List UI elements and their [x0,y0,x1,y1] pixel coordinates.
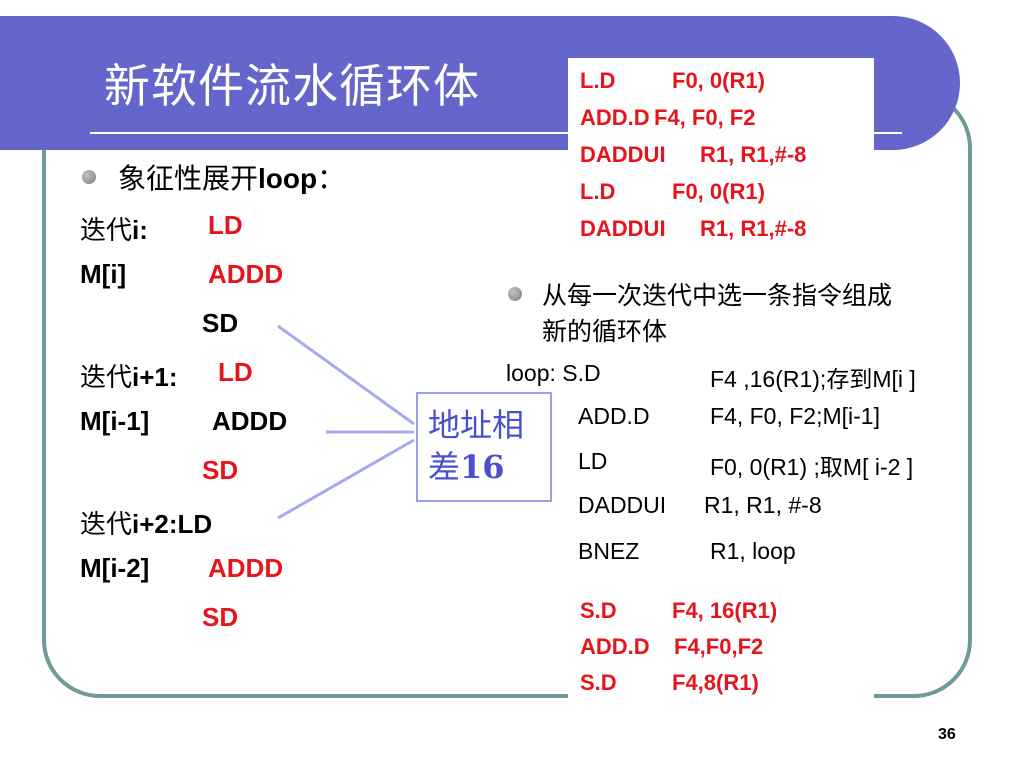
iter-label: 迭代i+2:LD [80,504,212,541]
addr-line2: 差16 [428,446,550,488]
code-op: DADDUI [580,216,666,241]
loop-cjk: 存到 [826,367,873,393]
iter-cjk: 迭代 [80,216,133,246]
code-op: L.D [580,68,616,93]
addr-line1: 地址相 [428,406,525,444]
iter-cjk: 迭代 [80,363,133,393]
loop-op: LD [578,448,608,474]
code-args: F4,8(R1) [672,670,759,695]
loop-args-text: F0, 0(R1) ; [710,454,820,480]
iter-prefix: i+2: [132,509,178,539]
code-args: R1, R1,#-8 [700,142,807,167]
loop-op: BNEZ [578,538,640,564]
code-op: ADD.D [580,105,650,130]
loop-args: F0, 0(R1) ;取M[ i-2 ] [710,448,913,482]
code-op: L.D [580,179,616,204]
code-op: S.D [580,670,617,695]
iter-prefix: i+1: [132,362,178,392]
loop-tail: M[i ] [872,366,916,392]
instr: ADDD [208,553,284,583]
code-args: F4, 16(R1) [672,598,778,623]
instr: LD [177,509,213,539]
loop-args-text: F4 ,16(R1); [710,366,827,392]
iter-label: 迭代i: [80,210,148,247]
loop-op: ADD.D [578,403,650,429]
code-args: F0, 0(R1) [672,68,765,93]
instr: LD [208,210,243,240]
iter-label: M[i-1] [80,406,150,436]
instr: SD [202,308,239,338]
left-bullet-text: 象征性展开loop： [118,157,345,197]
instr: SD [202,602,239,632]
bullet-cjk: 象征性展开 [118,162,259,195]
loop-args: R1, R1, #-8 [704,492,822,518]
loop-args: F4, F0, F2;M[i-1] [710,403,880,429]
code-args: R1, R1,#-8 [700,216,807,241]
slide-title: 新软件流水循环体 [104,59,480,113]
address-diff-box: 地址相 差16 [416,392,552,502]
loop-cjk: 取 [819,455,843,481]
loop-op: loop: S.D [506,360,601,386]
iter-label: M[i] [80,259,127,289]
iter-label: M[i-2] [80,553,150,583]
instr: ADDD [212,406,288,436]
bullet-icon [82,170,96,184]
code-op: ADD.D [580,634,650,659]
iter-label: 迭代i+1: [80,357,178,394]
bullet-latin: loop [258,163,318,194]
title-underline [90,132,902,134]
page-number: 36 [938,726,956,743]
right-bullet-line1: 从每一次迭代中选一条指令组成 [542,281,893,310]
bottom-code-box: S.D F4, 16(R1) ADD.D F4,F0,F2 S.D F4,8(R… [568,588,874,708]
bullet-suffix: ： [317,162,346,195]
iter-prefix: i: [132,215,148,245]
top-code-box: L.D F0, 0(R1) ADD.D F4, F0, F2 DADDUI R1… [568,58,874,250]
code-op: S.D [580,598,617,623]
loop-args: F4 ,16(R1);存到M[i ] [710,360,916,394]
iter-cjk: 迭代 [80,510,133,540]
connector-line-top [277,324,415,426]
loop-args: R1, loop [710,538,796,564]
instr: SD [202,455,239,485]
bullet-icon [508,287,522,301]
code-op: DADDUI [580,142,666,167]
right-bullet-line2: 新的循环体 [542,317,668,346]
code-args: F4, F0, F2 [654,105,756,130]
code-args: F0, 0(R1) [672,179,765,204]
addr-num: 16 [460,448,505,486]
loop-tail: M[ i-2 ] [842,454,914,480]
loop-op: DADDUI [578,492,667,518]
connector-line-bottom [277,438,415,520]
addr-cjk: 差 [428,448,461,486]
instr: LD [218,357,253,387]
instr: ADDD [208,259,284,289]
code-args: F4,F0,F2 [674,634,764,659]
